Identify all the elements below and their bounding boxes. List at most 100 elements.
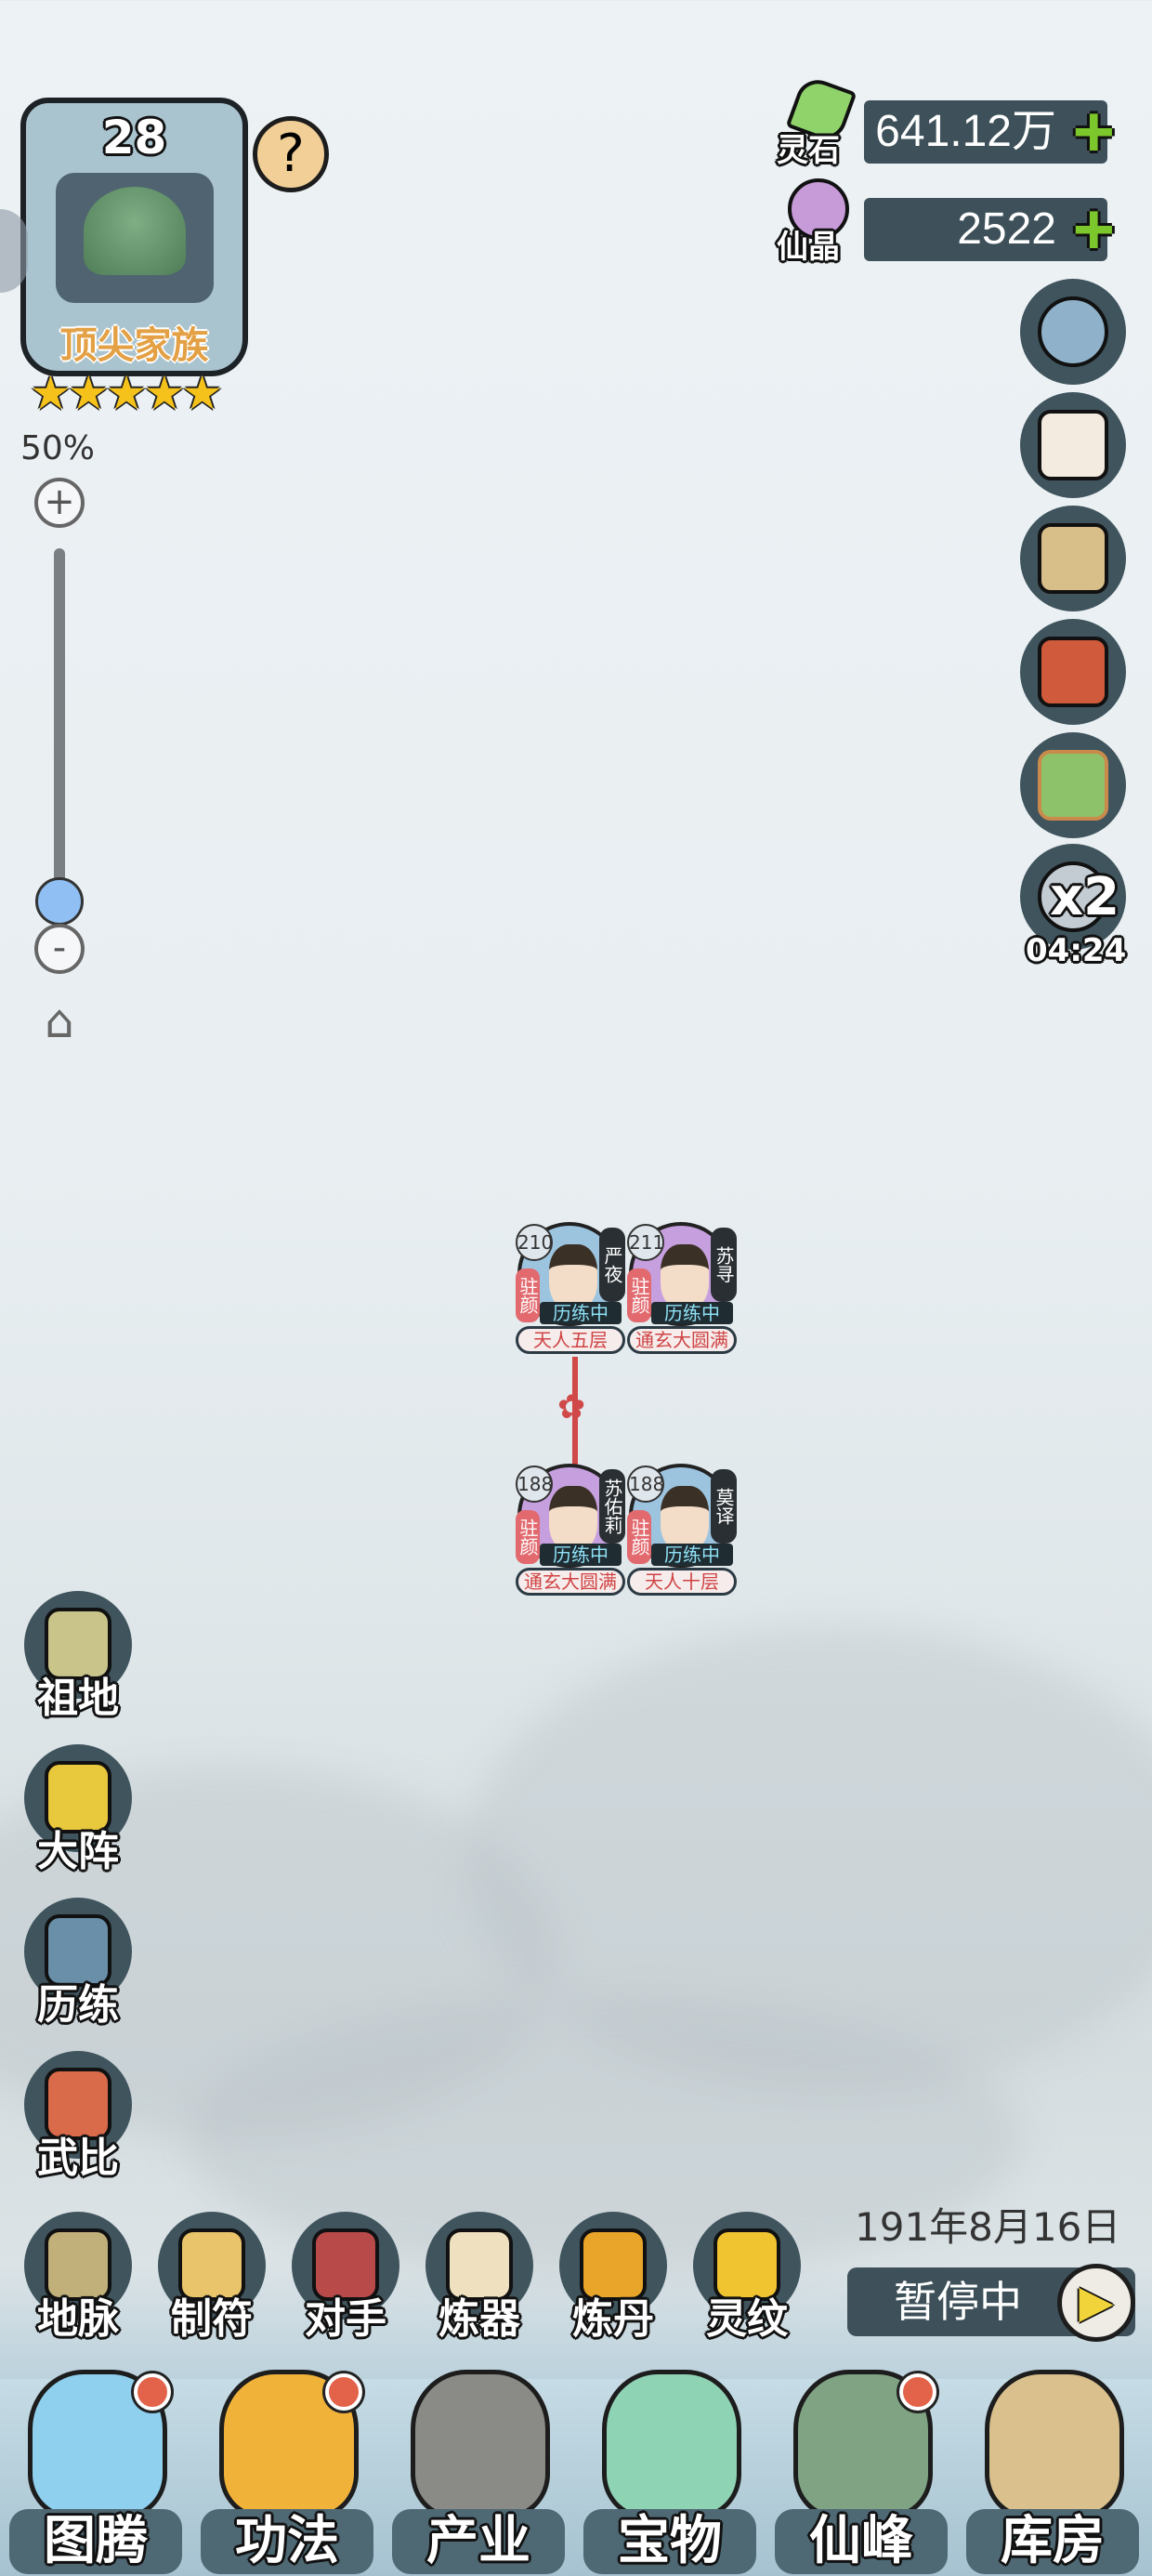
book-icon (1038, 637, 1108, 707)
spirit-stone-value: 641.12万 (875, 107, 1056, 156)
settings-icon (1038, 296, 1108, 367)
letters-icon (1038, 410, 1108, 480)
nav-label: 产业 (392, 2509, 565, 2574)
scroll-icon (1038, 523, 1108, 594)
add-immortal-crystal-button[interactable]: + (1072, 188, 1115, 269)
book-button[interactable] (1020, 619, 1126, 725)
zoom-slider-track[interactable] (54, 548, 65, 901)
character-age: 188 (516, 1465, 553, 1503)
nav-item[interactable]: 功法 (191, 2370, 383, 2576)
character-card[interactable]: 210 严夜 驻颜 历练中 天人五层 (516, 1222, 625, 1354)
help-button[interactable]: ? (253, 116, 329, 192)
tool-button[interactable]: 对手 (284, 2212, 407, 2351)
zoom-out-button[interactable]: - (34, 924, 85, 974)
speed-button[interactable] (1020, 844, 1126, 950)
side-menu-label: 大阵 (37, 1828, 119, 1875)
character-name: 严夜 (599, 1228, 625, 1302)
scroll-button[interactable] (1020, 506, 1126, 611)
spirit-stone-label: 灵石 (777, 132, 840, 169)
nav-label: 仙峰 (775, 2509, 948, 2574)
locate-icon[interactable]: ⌂ (45, 994, 74, 1048)
tool-icon (713, 2228, 780, 2301)
nav-label: 库房 (966, 2509, 1139, 2574)
character-name: 莫译 (711, 1469, 737, 1544)
character-status: 历练中 (651, 1544, 733, 1566)
speed-multiplier: x2 (1050, 867, 1120, 927)
notification-dot (899, 2373, 936, 2411)
character-status: 历练中 (651, 1302, 733, 1324)
tool-button[interactable]: 炼丹 (552, 2212, 674, 2351)
character-status: 历练中 (540, 1544, 622, 1566)
side-menu-item[interactable]: 历练 (17, 1898, 139, 2037)
speed-timer: 04:24 (1026, 932, 1127, 969)
sundial-icon (1038, 861, 1108, 932)
character-name: 苏佑莉 (599, 1469, 625, 1544)
spirit-stone-icon: 灵石 (777, 73, 860, 169)
nav-item[interactable]: 宝物 (574, 2370, 766, 2576)
tool-icon (312, 2228, 379, 2301)
character-age: 188 (627, 1465, 664, 1503)
preserve-youth-badge: 驻颜 (516, 1510, 540, 1564)
tool-label: 地脉 (37, 2295, 119, 2343)
character-realm: 通玄大圆满 (516, 1568, 625, 1596)
character-realm: 天人十层 (627, 1568, 737, 1596)
side-menu-label: 历练 (37, 1981, 119, 2029)
zoom-percent: 50% (20, 429, 96, 467)
tool-button[interactable]: 炼器 (418, 2212, 541, 2351)
nav-icon (411, 2370, 550, 2518)
ranking-button[interactable] (1020, 732, 1126, 838)
family-level: 28 (101, 111, 167, 164)
side-menu-icon (45, 2068, 111, 2140)
floating-assist-button[interactable] (0, 209, 28, 293)
nav-item[interactable]: 图腾 (0, 2370, 191, 2576)
tool-button[interactable]: 灵纹 (686, 2212, 808, 2351)
marriage-knot-icon: ✿ (557, 1388, 586, 1426)
nav-icon (985, 2370, 1124, 2518)
nav-item[interactable]: 仙峰 (766, 2370, 957, 2576)
tool-button[interactable]: 制符 (151, 2212, 273, 2351)
side-menu-item[interactable]: 大阵 (17, 1744, 139, 1884)
tool-icon (178, 2228, 245, 2301)
play-icon[interactable]: ▶ (1057, 2264, 1135, 2342)
nav-item[interactable]: 库房 (957, 2370, 1148, 2576)
zoom-slider-knob[interactable] (35, 877, 84, 926)
letters-button[interactable] (1020, 392, 1126, 498)
game-date: 191年8月16日 (855, 2204, 1121, 2250)
side-menu-icon (45, 1608, 111, 1680)
immortal-crystal-icon: 仙晶 (777, 178, 860, 266)
spirit-stone-bar: 641.12万+ (864, 95, 1115, 167)
tool-icon (580, 2228, 647, 2301)
zoom-in-button[interactable]: + (34, 478, 85, 528)
nav-item[interactable]: 产业 (383, 2370, 574, 2576)
family-emblem (56, 173, 214, 303)
character-name: 苏寻 (711, 1228, 737, 1302)
family-stars: ★★★★★ (30, 366, 223, 420)
side-menu-item[interactable]: 祖地 (17, 1591, 139, 1730)
nav-label: 宝物 (583, 2509, 756, 2574)
willow-tree-icon (84, 187, 186, 275)
ranking-icon (1038, 750, 1108, 821)
side-menu-item[interactable]: 武比 (17, 2051, 139, 2190)
bottom-nav-bar (0, 2379, 1152, 2576)
character-card[interactable]: 188 苏佑莉 驻颜 历练中 通玄大圆满 (516, 1464, 625, 1596)
tool-button[interactable]: 地脉 (17, 2212, 139, 2351)
preserve-youth-badge: 驻颜 (516, 1268, 540, 1322)
pause-button[interactable]: 暂停中▶ (847, 2264, 1135, 2342)
tool-label: 炼丹 (572, 2295, 654, 2343)
settings-button[interactable] (1020, 279, 1126, 385)
immortal-crystal-label: 仙晶 (777, 229, 840, 266)
add-spirit-stone-button[interactable]: + (1072, 90, 1115, 172)
tool-icon (446, 2228, 513, 2301)
preserve-youth-badge: 驻颜 (627, 1268, 651, 1322)
side-menu-icon (45, 1761, 111, 1833)
tool-label: 灵纹 (706, 2295, 788, 2343)
tool-label: 制符 (171, 2295, 253, 2343)
tool-icon (45, 2228, 111, 2301)
character-age: 211 (627, 1224, 664, 1261)
character-card[interactable]: 188 莫译 驻颜 历练中 天人十层 (627, 1464, 737, 1596)
nav-label: 图腾 (9, 2509, 182, 2574)
family-badge[interactable]: 28 顶尖家族 (20, 98, 248, 376)
character-card[interactable]: 211 苏寻 驻颜 历练中 通玄大圆满 (627, 1222, 737, 1354)
family-rank: 顶尖家族 (59, 324, 209, 367)
side-menu-label: 祖地 (37, 1675, 119, 1722)
